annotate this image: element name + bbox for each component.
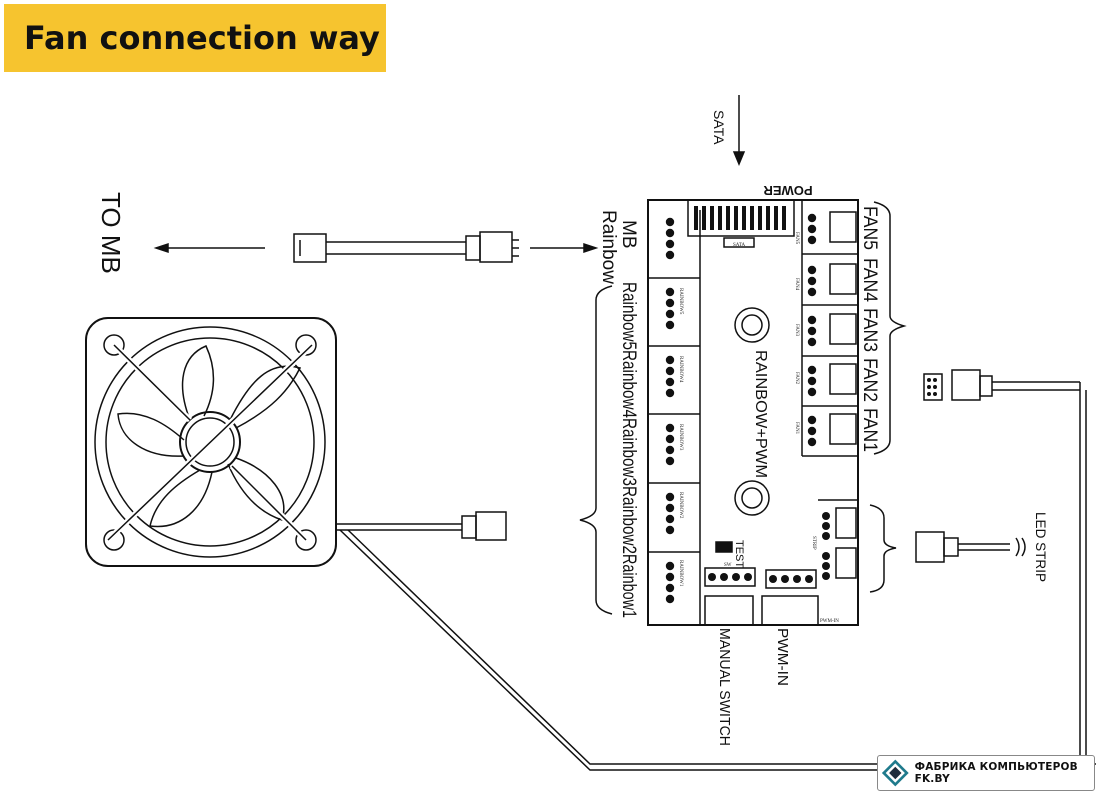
power-label: POWER [763, 183, 813, 198]
board-pins [665, 213, 937, 604]
board-strip-silk: STRIP [811, 536, 816, 550]
board-sata-silk: SATA [733, 243, 745, 248]
sata-arrowhead [732, 151, 746, 166]
rainbow1-label: Rainbow1 [618, 554, 639, 618]
board-sw-silk: SW [724, 563, 732, 568]
fan4-label: FAN4 [859, 258, 880, 302]
rainbow2-label: Rainbow2 [618, 486, 639, 554]
rainbow4-label: Rainbow4 [618, 350, 639, 418]
board-fan1-silk: FAN1 [794, 422, 799, 435]
board-rainbow4-silk: RAINBOW4 [678, 356, 683, 383]
test-label: TEST [733, 540, 745, 568]
board-fan4-silk: FAN4 [794, 278, 799, 291]
mb-rainbow-cable [293, 231, 519, 263]
brand-text: ФАБРИКА КОМПЬЮТЕРОВ FK.BY [914, 761, 1078, 785]
board-pwm-in-silk: PWM-IN [820, 619, 839, 624]
mb-label: MB [618, 220, 639, 249]
fan1-label: FAN1 [859, 408, 880, 452]
title-banner: Fan connection way [4, 4, 386, 72]
mb-rainbow-label: Rainbow [598, 210, 619, 284]
board-fan3-silk: FAN3 [794, 324, 799, 337]
strip-brace [869, 504, 897, 593]
board-fan5-silk: FAN5 [794, 232, 799, 245]
led-strip-cable [915, 531, 1026, 563]
brand-logo-icon [882, 759, 909, 787]
board-fan2-silk: FAN2 [794, 372, 799, 385]
manual-switch-label: MANUAL SWITCH [716, 628, 733, 746]
rainbow3-label: Rainbow3 [618, 418, 639, 486]
fan-brace [873, 201, 907, 455]
board-rainbow5-silk: RAINBOW5 [678, 288, 683, 315]
board-rainbow2-silk: RAINBOW2 [678, 492, 683, 519]
controller-board [647, 199, 859, 626]
board-rainbow3-silk: RAINBOW3 [678, 424, 683, 451]
fan3-label: FAN3 [859, 308, 880, 352]
fan-illustration [85, 317, 337, 567]
fan5-label: FAN5 [859, 206, 880, 250]
fan2-label: FAN2 [859, 358, 880, 402]
pwm-in-label: PWM-IN [774, 628, 791, 686]
rainbow-brace [579, 285, 613, 615]
to-mb-label: TO MB [96, 192, 126, 274]
sata-label: SATA [711, 110, 727, 145]
led-strip-label: LED STRIP [1033, 512, 1049, 582]
header-connector [923, 369, 1096, 765]
brand-watermark: ФАБРИКА КОМПЬЮТЕРОВ FK.BY [877, 755, 1095, 791]
diagram-title: Fan connection way [24, 19, 380, 57]
board-name-label: RAINBOW+PWM [752, 350, 769, 478]
board-rainbow1-silk: RAINBOW1 [678, 560, 683, 587]
rainbow5-label: Rainbow5 [618, 282, 639, 350]
fan-cable [336, 511, 880, 771]
